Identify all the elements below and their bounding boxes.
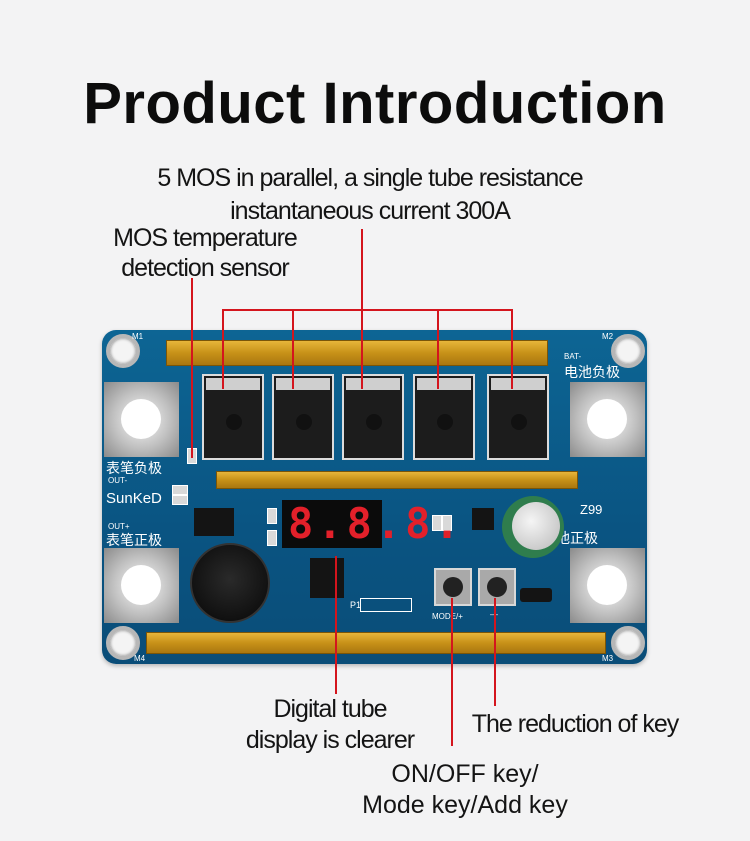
bus-bar-middle (216, 471, 578, 489)
mosfet-q6 (487, 374, 549, 460)
page-title: Product Introduction (83, 71, 667, 136)
display-driver-ic (310, 558, 344, 598)
smd-component (267, 530, 277, 546)
minus-button[interactable] (478, 568, 516, 606)
brand-label: SunKeD (106, 490, 162, 507)
pad-bat-negative (570, 382, 645, 457)
bus-bar-bottom (146, 632, 606, 654)
callout-mos-parallel-line2: instantaneous current 300A (230, 197, 511, 225)
pad-bat-negative-en: BAT- (564, 352, 582, 361)
mount-hole-label: M3 (602, 654, 614, 663)
smd-component (432, 515, 442, 531)
smd-component (267, 508, 277, 524)
smd-component (172, 495, 188, 505)
pad-out-negative (104, 382, 179, 457)
callout-digital-tube-line1: Digital tube (273, 695, 387, 723)
mosfet-q5 (413, 374, 475, 460)
digital-tube-display: 8.8.8. (282, 500, 460, 548)
ic-chip (194, 508, 234, 536)
mount-hole-label: M4 (134, 654, 146, 663)
callout-digital-tube-line2: display is clearer (245, 726, 415, 754)
buzzer (190, 543, 270, 623)
mount-hole-m3 (611, 626, 645, 660)
mode-button-label: MODE/+ (432, 612, 463, 621)
pad-out-negative-en: OUT- (108, 476, 128, 485)
pin-header (360, 598, 412, 612)
pointer-line (494, 598, 496, 706)
pointer-line (191, 278, 193, 458)
regulator-chip (472, 508, 494, 530)
callout-temp-sensor-line1: MOS temperature (113, 224, 298, 252)
pointer-line (361, 309, 363, 389)
mosfet-q4 (342, 374, 404, 460)
mount-hole-label: M1 (132, 332, 144, 341)
diode (520, 588, 552, 602)
display-value: 8.8.8. (288, 499, 464, 548)
pad-out-negative-label: 表笔负极 (106, 461, 162, 477)
bus-bar-top (166, 340, 548, 366)
pcb-board: M1 M2 M3 M4 表笔负极 OUT- SunKeD OUT+ 表笔正极 B… (102, 330, 647, 664)
pad-out-positive-label: 表笔正极 (106, 533, 162, 549)
callout-reduction-key: The reduction of key (471, 710, 680, 738)
mode-add-button[interactable] (434, 568, 472, 606)
pointer-line (335, 556, 337, 694)
pointer-line (437, 309, 439, 389)
mosfet-q2 (202, 374, 264, 460)
mount-hole-m4 (106, 626, 140, 660)
mount-hole-m2 (611, 334, 645, 368)
smd-component (442, 515, 452, 531)
pointer-line (511, 309, 513, 389)
pad-out-positive-en: OUT+ (108, 522, 130, 531)
electrolytic-capacitor (502, 496, 564, 558)
callout-onoff-key-line2: Mode key/Add key (362, 791, 568, 819)
header-label: P1 (350, 600, 362, 610)
pointer-line (451, 598, 453, 746)
mount-hole-m1 (106, 334, 140, 368)
pointer-line (222, 309, 224, 389)
pointer-line (292, 309, 294, 389)
pointer-line (222, 309, 512, 311)
pad-bat-positive (570, 548, 645, 623)
pad-out-positive (104, 548, 179, 623)
smd-component (172, 485, 188, 495)
callout-onoff-key-line1: ON/OFF key/ (391, 760, 539, 788)
model-label: Z99 (580, 502, 603, 517)
pad-bat-negative-label: 电池负极 (564, 365, 620, 381)
callout-temp-sensor-line2: detection sensor (121, 254, 289, 282)
pointer-line (361, 229, 363, 309)
mount-hole-label: M2 (602, 332, 614, 341)
callout-mos-parallel-line1: 5 MOS in parallel, a single tube resista… (157, 164, 583, 192)
mosfet-q3 (272, 374, 334, 460)
